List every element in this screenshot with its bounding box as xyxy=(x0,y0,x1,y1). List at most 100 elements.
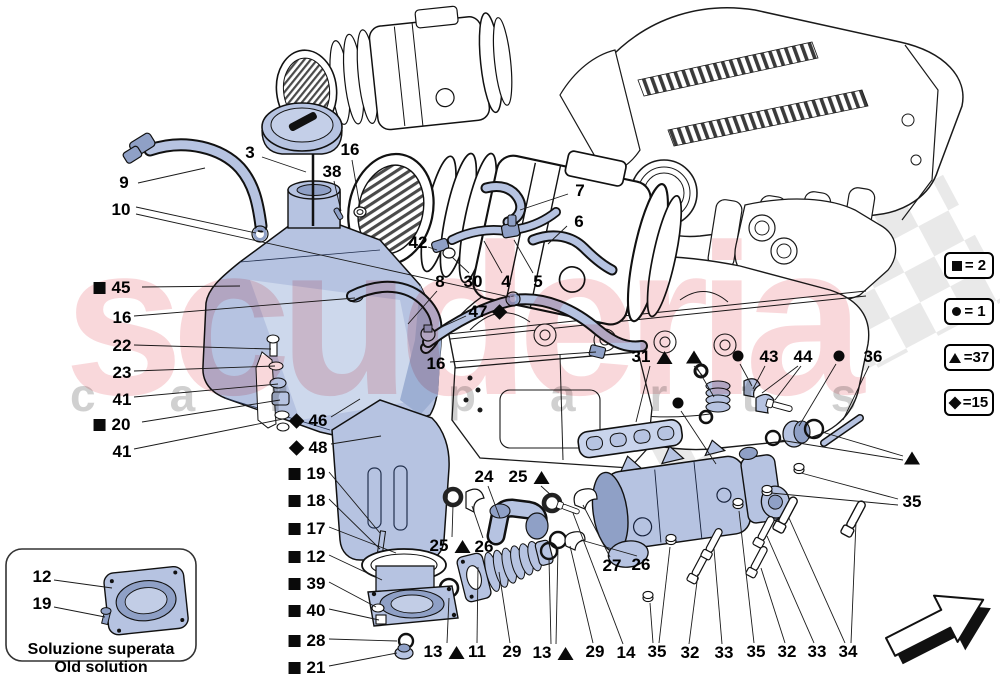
square-symbol xyxy=(288,605,301,617)
callout-number: 21 xyxy=(306,658,326,677)
leader-lines xyxy=(53,156,904,667)
callout-number: 29 xyxy=(585,642,605,661)
callout-31: 31 xyxy=(632,347,673,367)
callout-number: 28 xyxy=(306,631,326,650)
triangle-symbol xyxy=(448,645,465,659)
callout-number: 27 xyxy=(602,556,622,575)
legend-item-dot: = 1 xyxy=(944,298,994,325)
callout-42: 42 xyxy=(409,233,428,253)
callout-number: 19 xyxy=(32,594,52,613)
tank-flange-drawing xyxy=(361,530,459,660)
callout-dot xyxy=(732,350,744,362)
callout-number: 39 xyxy=(306,574,326,593)
callout-26: 26 xyxy=(475,537,494,557)
callout-25: 25 xyxy=(509,467,550,487)
callout-10: 10 xyxy=(112,200,131,220)
callout-7: 7 xyxy=(575,181,584,201)
oil-pump-drawing xyxy=(577,419,791,568)
callout-5: 5 xyxy=(533,272,542,292)
callout-number: 45 xyxy=(111,278,131,297)
old-solution-box xyxy=(5,548,197,662)
triangle-symbol xyxy=(686,350,702,364)
callout-number: 25 xyxy=(429,536,449,555)
diamond-symbol xyxy=(491,304,508,320)
callout-43: 43 xyxy=(760,347,779,367)
legend-item-count: =37 xyxy=(963,349,990,366)
callout-number: 3 xyxy=(245,143,255,162)
diamond-symbol xyxy=(288,440,305,456)
callout-number: 33 xyxy=(714,643,734,662)
callout-3: 3 xyxy=(245,143,254,163)
old-solution-label-english: Old solution xyxy=(54,659,148,676)
callout-34: 34 xyxy=(839,642,858,662)
oil-tank-drawing xyxy=(202,102,450,561)
callout-29: 29 xyxy=(503,642,522,662)
triangle-symbol xyxy=(533,470,550,484)
bottom-center-parts-drawing xyxy=(438,486,598,603)
callout-number: 26 xyxy=(474,537,494,556)
callout-40: 40 xyxy=(288,601,325,621)
callout-20: 20 xyxy=(93,415,130,435)
callout-14: 14 xyxy=(617,643,636,663)
callout-number: 32 xyxy=(680,643,700,662)
callout-19: 19 xyxy=(33,594,52,614)
hoses-drawing xyxy=(122,132,648,359)
square-symbol xyxy=(93,419,106,431)
callout-dot xyxy=(833,350,845,362)
callout-27: 27 xyxy=(603,556,622,576)
callout-number: 14 xyxy=(616,643,636,662)
callout-41: 41 xyxy=(113,442,132,462)
triangle-symbol xyxy=(454,539,471,553)
triangle-symbol xyxy=(904,451,920,465)
square-symbol xyxy=(288,635,301,647)
callout-number: 35 xyxy=(902,492,922,511)
callout-number: 43 xyxy=(759,347,779,366)
callout-number: 17 xyxy=(306,519,326,538)
dot-symbol xyxy=(732,350,744,362)
callout-35: 35 xyxy=(747,642,766,662)
callout-number: 48 xyxy=(308,438,328,457)
callout-8: 8 xyxy=(435,272,444,292)
direction-arrow xyxy=(885,594,991,665)
callout-4: 4 xyxy=(501,272,510,292)
callout-number: 9 xyxy=(119,173,129,192)
legend-item-count: =15 xyxy=(962,394,989,411)
callout-dot xyxy=(672,397,684,409)
callout-number: 16 xyxy=(340,140,360,159)
callout-47: 47 xyxy=(469,302,508,322)
callout-28: 28 xyxy=(288,631,326,651)
callout-number: 6 xyxy=(574,212,584,231)
callout-number: 16 xyxy=(112,308,132,327)
callout-21: 21 xyxy=(288,658,326,678)
callout-number: 12 xyxy=(32,567,52,586)
callout-number: 42 xyxy=(408,233,428,252)
callout-number: 18 xyxy=(306,491,326,510)
callout-number: 32 xyxy=(777,642,797,661)
square-symbol xyxy=(288,551,301,563)
callout-number: 26 xyxy=(631,555,651,574)
callout-number: 10 xyxy=(111,200,131,219)
legend-item-count: = 1 xyxy=(964,303,986,320)
callout-39: 39 xyxy=(288,574,326,594)
callout-number: 31 xyxy=(631,347,651,366)
legend-item-triangle: =37 xyxy=(944,344,994,371)
diamond-symbol xyxy=(288,413,305,429)
callout-48: 48 xyxy=(288,438,328,458)
callout-16: 16 xyxy=(427,354,446,374)
callout-44: 44 xyxy=(794,347,813,367)
callout-23: 23 xyxy=(113,363,132,383)
callout-number: 25 xyxy=(508,467,528,486)
callout-33: 33 xyxy=(715,643,734,663)
callout-46: 46 xyxy=(288,411,328,431)
callout-number: 8 xyxy=(435,272,445,291)
dot-symbol xyxy=(952,307,962,316)
callout-16: 16 xyxy=(113,308,132,328)
callout-number: 24 xyxy=(474,467,494,486)
square-symbol xyxy=(288,523,301,535)
legend-item-count: = 2 xyxy=(964,257,987,274)
callout-number: 35 xyxy=(746,642,766,661)
callout-25: 25 xyxy=(430,536,471,556)
square-symbol xyxy=(288,578,301,590)
callout-number: 46 xyxy=(308,411,328,430)
